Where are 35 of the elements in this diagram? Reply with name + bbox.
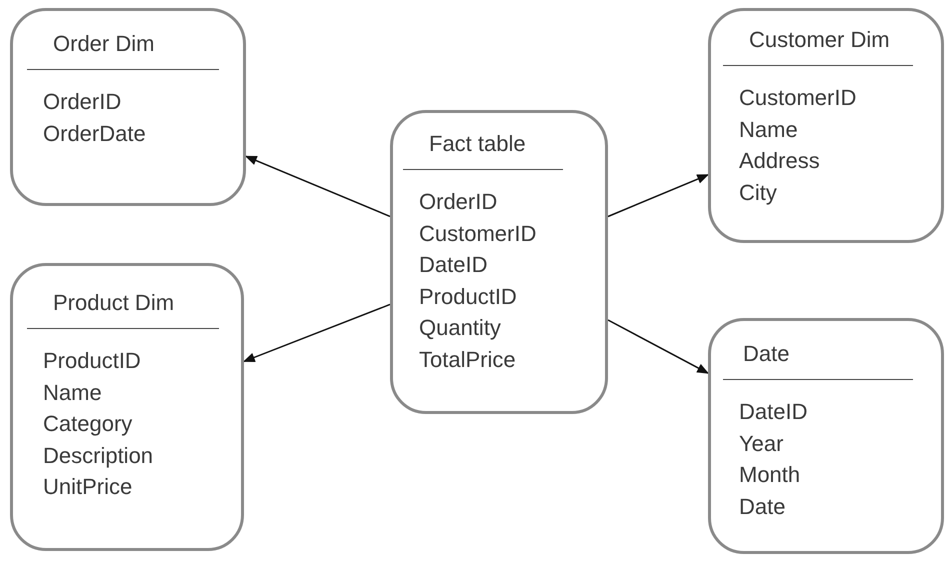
field-name: ProductID: [43, 347, 142, 375]
field-name: CustomerID: [419, 220, 538, 248]
field-name: Description: [43, 442, 154, 470]
field-name: TotalPrice: [419, 346, 517, 374]
field-name: Year: [739, 430, 784, 458]
field-name: DateID: [739, 398, 808, 426]
field-name: Month: [739, 461, 802, 489]
field-name: Date: [739, 492, 786, 520]
field-name: Quantity: [419, 314, 502, 342]
table-title: Fact table: [428, 130, 527, 158]
table-card: [708, 318, 944, 554]
table-title: Order Dim: [52, 30, 156, 58]
arrow: [242, 304, 390, 362]
arrow: [608, 174, 710, 218]
field-name: Address: [739, 147, 821, 175]
table-card: [10, 263, 244, 551]
arrow: [244, 156, 390, 218]
field-name: OrderID: [419, 188, 498, 216]
field-name: Category: [43, 410, 134, 438]
table-card: [390, 110, 608, 414]
field-name: DateID: [419, 251, 488, 279]
field-name: OrderID: [43, 88, 122, 116]
table-title: Product Dim: [52, 289, 176, 317]
arrow: [608, 319, 710, 374]
field-name: UnitPrice: [43, 473, 134, 501]
field-name: CustomerID: [739, 84, 858, 112]
field-name: City: [739, 178, 778, 207]
field-name: ProductID: [419, 282, 518, 310]
field-name: OrderDate: [43, 120, 147, 148]
table-title: Date: [742, 340, 790, 368]
table-card: [10, 8, 246, 206]
table-title: Customer Dim: [748, 26, 891, 54]
field-name: Name: [43, 378, 103, 406]
field-name: Name: [739, 116, 799, 144]
table-card: [708, 8, 944, 243]
